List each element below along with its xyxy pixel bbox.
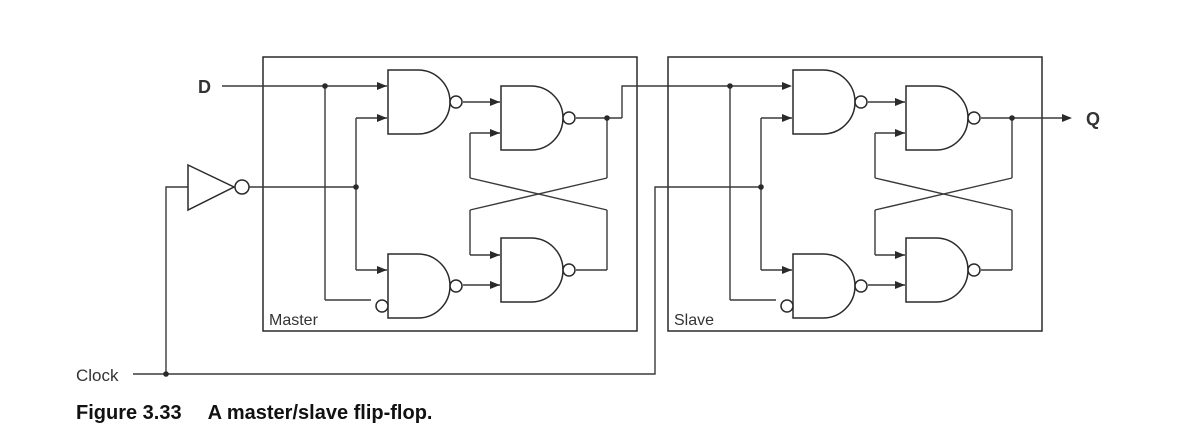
master-block: Master xyxy=(222,56,790,332)
q-output-label: Q xyxy=(1086,109,1100,129)
slave-latch-nand-top xyxy=(905,85,981,151)
master-latch-nand-bottom xyxy=(500,237,576,303)
clock-junction xyxy=(163,371,169,377)
d-input-label: D xyxy=(198,77,211,97)
figure-number: Figure 3.33 xyxy=(76,402,182,424)
master-box xyxy=(262,56,638,332)
figure-title: A master/slave flip-flop. xyxy=(207,402,433,424)
clock-inverter xyxy=(187,163,250,212)
clock-input-label: Clock xyxy=(76,366,119,385)
figure-caption: Figure 3.33 A master/slave flip-flop. xyxy=(76,402,432,425)
slave-latch-nand-bottom xyxy=(905,237,981,303)
master-wires xyxy=(222,85,790,301)
master-junctions xyxy=(322,83,610,190)
slave-label: Slave xyxy=(674,312,714,329)
master-input-nand-bottom xyxy=(375,253,463,319)
slave-block: Slave xyxy=(166,56,1072,375)
slave-box xyxy=(667,56,1043,332)
master-label: Master xyxy=(269,312,319,329)
master-input-nand-top xyxy=(387,69,463,135)
slave-wires xyxy=(166,86,1068,375)
slave-input-nand-bottom xyxy=(780,253,868,319)
master-latch-nand-top xyxy=(500,85,576,151)
slave-input-nand-top xyxy=(792,69,868,135)
slave-junctions xyxy=(727,83,1015,190)
clock-path xyxy=(133,163,250,377)
